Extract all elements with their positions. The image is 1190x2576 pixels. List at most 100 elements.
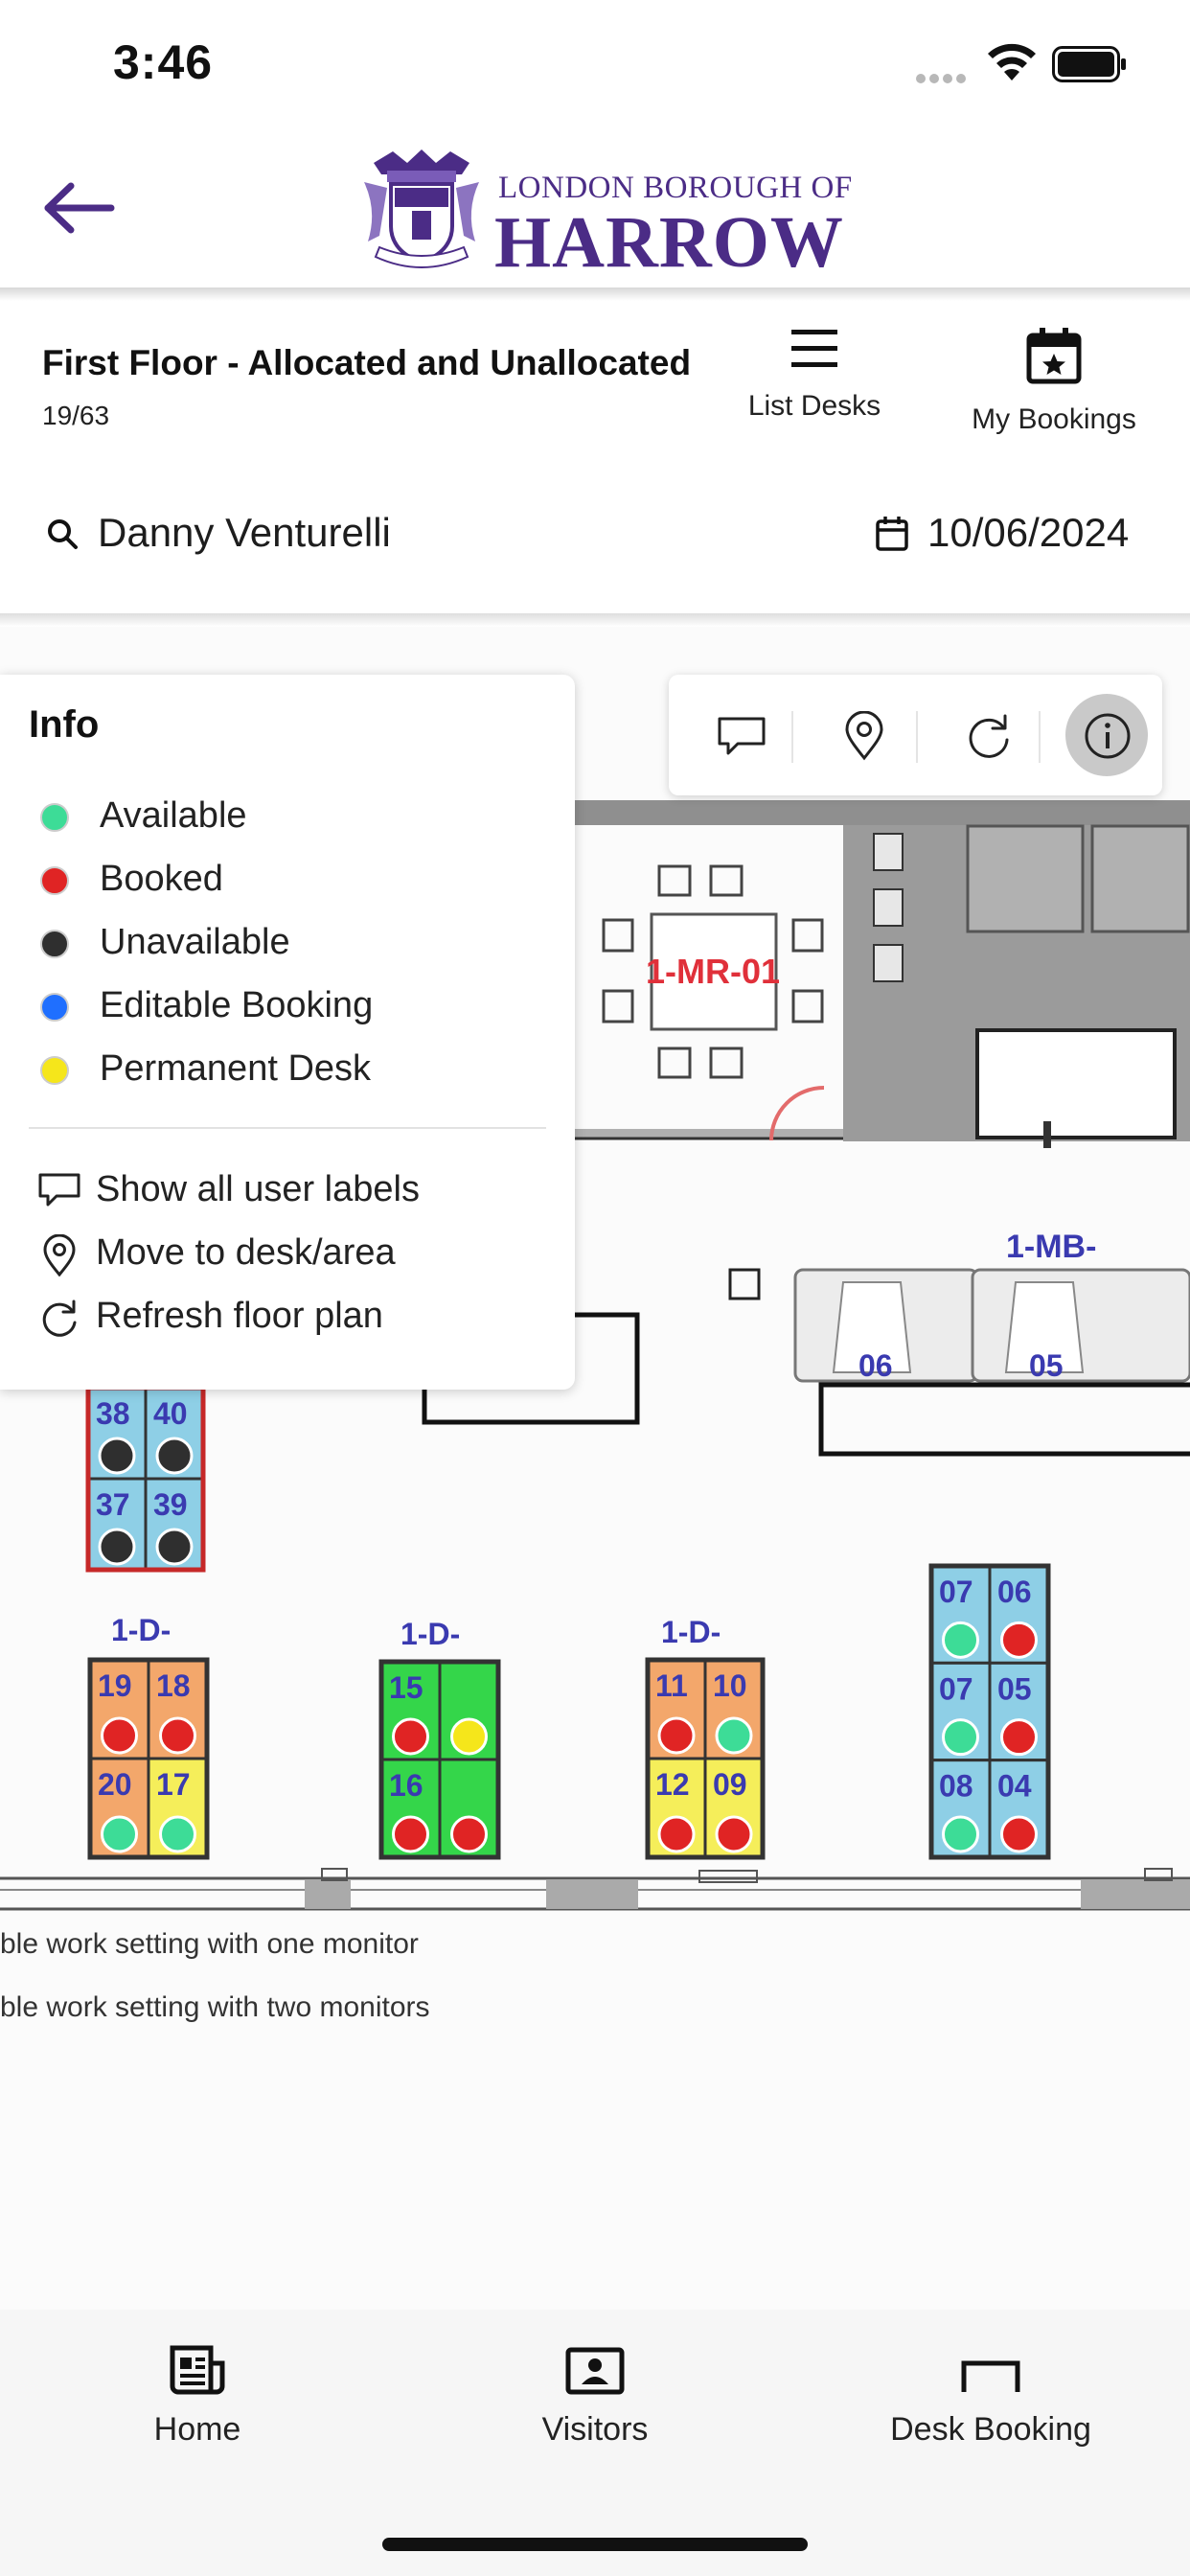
- mb-label: 1-MB-: [1006, 1229, 1096, 1265]
- desk-number: 07: [939, 1575, 973, 1609]
- show-labels-tool[interactable]: [699, 694, 782, 776]
- info-tool[interactable]: [1065, 694, 1148, 776]
- wifi-icon: [988, 43, 1036, 80]
- desk-status-marker[interactable]: [98, 1437, 136, 1475]
- info-icon: [1085, 713, 1131, 759]
- desk-status-marker[interactable]: [1000, 1815, 1038, 1853]
- desk-status-marker[interactable]: [98, 1528, 136, 1566]
- desk-status-marker[interactable]: [392, 1717, 429, 1756]
- area-label: 1-D-: [661, 1615, 721, 1649]
- date-picker-field[interactable]: 10/06/2024: [927, 510, 1130, 555]
- legend-label: Editable Booking: [100, 985, 374, 1025]
- desk-status-marker[interactable]: [715, 1815, 753, 1853]
- status-time: 3:46: [113, 35, 214, 89]
- refresh-icon: [969, 714, 1009, 758]
- header-shadow: [0, 288, 1190, 301]
- desk-status-marker[interactable]: [1000, 1621, 1038, 1659]
- legend-label: Booked: [100, 859, 223, 899]
- newspaper-icon: [170, 2345, 225, 2395]
- nav-desk-booking[interactable]: Desk Booking: [847, 2344, 1134, 2449]
- meeting-room: 1-MR-01: [602, 864, 824, 1079]
- desk-number: 19: [98, 1668, 132, 1703]
- area-label: 1-D-: [400, 1617, 460, 1651]
- desk-status-marker[interactable]: [155, 1528, 194, 1566]
- move-to-desk-tool[interactable]: [822, 694, 904, 776]
- signal-icon: [916, 71, 970, 88]
- list-desks-button[interactable]: List Desks: [738, 326, 891, 423]
- action-label: Show all user labels: [96, 1169, 420, 1209]
- desk-number: 15: [389, 1670, 423, 1705]
- legend-label: Available: [100, 795, 247, 836]
- desk-number: 40: [153, 1396, 188, 1431]
- desk-status-marker[interactable]: [657, 1815, 696, 1853]
- desk-number: 18: [156, 1668, 191, 1703]
- desk-status-marker[interactable]: [159, 1716, 196, 1755]
- logo-line1: LONDON BOROUGH OF: [498, 171, 853, 205]
- nav-visitors[interactable]: Visitors: [451, 2344, 739, 2449]
- action-label: Refresh floor plan: [96, 1296, 383, 1336]
- desk-status-marker[interactable]: [942, 1815, 979, 1853]
- desk-block-frame: [87, 1657, 210, 1860]
- calendar-star-icon: [1026, 328, 1082, 384]
- person-search-field[interactable]: Danny Venturelli: [98, 510, 391, 555]
- floor-count: 19/63: [42, 401, 110, 430]
- crest-icon: [364, 150, 479, 268]
- toolbar-divider: [916, 711, 918, 763]
- harrow-logo: LONDON BOROUGH OF HARROW: [355, 144, 852, 283]
- desk-block-frame: [645, 1657, 766, 1860]
- desk-status-marker[interactable]: [657, 1716, 696, 1755]
- desk-number: 11: [655, 1668, 688, 1703]
- desk-status-marker[interactable]: [392, 1815, 429, 1853]
- toolbar-divider: [791, 711, 793, 763]
- desk[interactable]: [144, 1477, 205, 1572]
- desk-number: 20: [98, 1767, 132, 1802]
- desk-status-marker[interactable]: [715, 1716, 753, 1755]
- desk-number: 37: [96, 1487, 130, 1522]
- my-bookings-label: My Bookings: [972, 403, 1136, 435]
- id-card-icon: [565, 2347, 625, 2395]
- my-bookings-button[interactable]: My Bookings: [953, 326, 1155, 436]
- search-shadow: [0, 613, 1190, 627]
- battery-icon: [1052, 46, 1126, 82]
- refresh-tool[interactable]: [947, 694, 1029, 776]
- area-label: 1-D-: [111, 1613, 171, 1647]
- desk-status-marker[interactable]: [942, 1621, 979, 1659]
- desk-icon: [961, 2360, 1020, 2392]
- desk-number: 04: [997, 1769, 1032, 1804]
- nav-label: Home: [153, 2411, 241, 2448]
- desk-status-marker[interactable]: [101, 1716, 138, 1755]
- desk-number: 12: [655, 1767, 690, 1802]
- desk-status-marker[interactable]: [101, 1815, 138, 1853]
- mb-number: 06: [858, 1348, 893, 1383]
- editable-dot-icon: [40, 993, 69, 1022]
- map-toolbar: [669, 675, 1162, 795]
- desk-status-marker[interactable]: [159, 1815, 196, 1853]
- nav-home[interactable]: Home: [54, 2344, 341, 2449]
- hamburger-icon: [791, 330, 837, 367]
- unavailable-dot-icon: [40, 930, 69, 958]
- info-title: Info: [29, 703, 100, 746]
- back-button[interactable]: [38, 174, 125, 242]
- desk-status-marker[interactable]: [942, 1718, 979, 1757]
- desk-number: 09: [713, 1767, 747, 1802]
- desk-status-marker[interactable]: [1000, 1718, 1038, 1757]
- desk-status-marker[interactable]: [450, 1815, 488, 1853]
- desk-block-frame: [928, 1563, 1051, 1860]
- list-desks-label: List Desks: [747, 390, 881, 422]
- desk-number: 16: [389, 1768, 423, 1803]
- permanent-dot-icon: [40, 1056, 69, 1085]
- desk-block-frame: [378, 1659, 501, 1860]
- desk-number: 39: [153, 1487, 188, 1522]
- location-pin-icon: [43, 1234, 76, 1276]
- search-row: Danny Venturelli 10/06/2024: [0, 498, 1190, 575]
- meeting-room-label: 1-MR-01: [646, 952, 780, 991]
- desk-status-marker[interactable]: [450, 1717, 488, 1756]
- logo-line2: HARROW: [494, 202, 844, 283]
- desk-status-marker[interactable]: [155, 1437, 194, 1475]
